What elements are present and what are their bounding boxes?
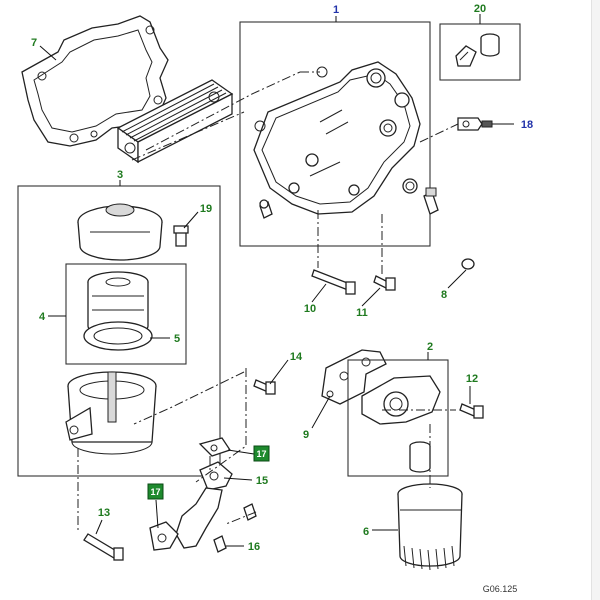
bolt-part-11	[373, 275, 396, 291]
callout-5: 5	[174, 333, 180, 345]
page-scrollbar[interactable]	[591, 0, 600, 600]
bolt-part-13	[83, 533, 124, 561]
callout-15: 15	[256, 475, 268, 487]
tag-17-lower: 17	[147, 483, 164, 500]
callout-1: 1	[333, 4, 339, 16]
callout-16: 16	[248, 541, 260, 553]
tag-17-upper: 17	[253, 445, 270, 462]
filter-element-box-4	[65, 263, 187, 365]
callout-19: 19	[200, 203, 212, 215]
assembly-box-3	[17, 185, 221, 477]
oil-cooler	[116, 79, 234, 164]
callout-18: 18	[521, 119, 533, 131]
callout-3: 3	[117, 169, 123, 181]
callout-7: 7	[31, 37, 37, 49]
assembly-centre-lines	[77, 71, 459, 530]
callout-leader-lines	[39, 14, 514, 547]
callout-8: 8	[441, 289, 447, 301]
callout-labels: 1 20 18 7 3 19 4 5 8 10 11 14 2 12 9 6 1…	[31, 3, 533, 553]
callout-20: 20	[474, 3, 486, 15]
bolt-part-12	[459, 403, 484, 419]
callout-2: 2	[427, 341, 433, 353]
sensor-part-18	[457, 117, 493, 131]
bolt-part-16	[213, 503, 257, 553]
washer-part-8	[461, 258, 475, 270]
callout-13: 13	[98, 507, 110, 519]
oil-pipe-part-15	[149, 437, 233, 551]
callout-14: 14	[290, 351, 303, 363]
assembly-box-2	[347, 359, 449, 477]
gasket-part-7	[21, 15, 169, 147]
assembly-box-1	[239, 21, 439, 247]
figure-code: G06.125	[483, 584, 518, 594]
callout-6: 6	[363, 526, 369, 538]
callout-10: 10	[304, 303, 316, 315]
callout-12: 12	[466, 373, 478, 385]
callout-4: 4	[39, 311, 46, 323]
bolt-part-10	[311, 269, 356, 295]
callout-11: 11	[356, 307, 368, 319]
assembly-box-20	[439, 23, 521, 81]
callout-9: 9	[303, 429, 309, 441]
bolt-part-14	[253, 379, 276, 395]
tag-17-upper-label: 17	[256, 449, 266, 459]
tag-17-lower-label: 17	[150, 487, 160, 497]
oil-filter-canister-part-6	[397, 483, 463, 571]
